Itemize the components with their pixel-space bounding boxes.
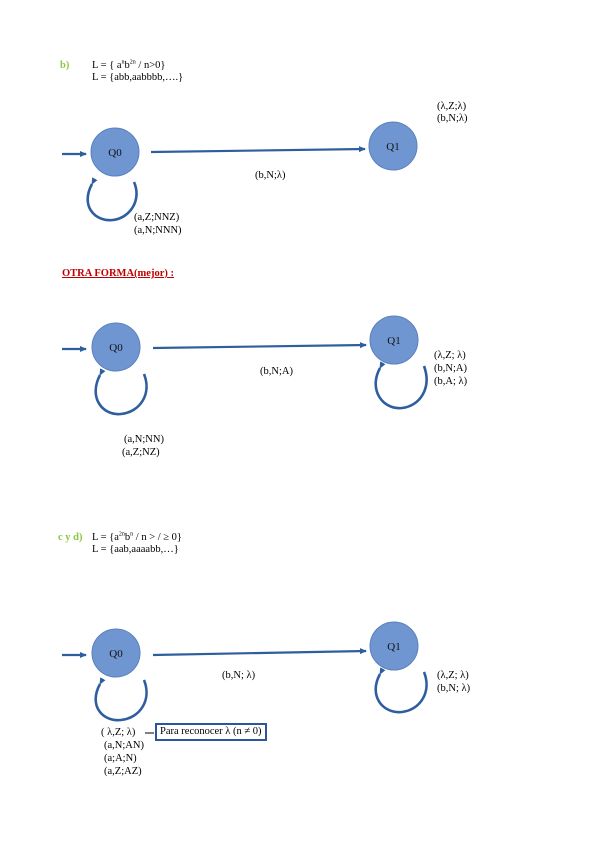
state-q0[interactable] (91, 322, 141, 372)
loop-q0 (94, 368, 148, 416)
section-cd-language-extension: L = {aab,aaaabb,…} (92, 544, 179, 555)
state-q1-label: Q1 (387, 641, 400, 653)
q0-loop-label-2: (a,Z;NZ) (122, 447, 160, 458)
edge-label: (b,N; λ) (222, 670, 256, 681)
q0-loop-label-2: (a,N;NNN) (134, 225, 182, 236)
q0-loop-label-2: (a,N;AN) (104, 740, 144, 751)
q1-loop-label-3: (b,A; λ) (434, 376, 468, 387)
state-q1-label: Q1 (386, 141, 399, 153)
state-q1[interactable] (369, 315, 419, 365)
state-q1[interactable] (369, 621, 419, 671)
section-b-label: b) (60, 60, 70, 71)
section-b-language-extension: L = {abb,aabbbb,….} (92, 72, 184, 83)
q1-loop-label-1: (λ,Z;λ) (437, 101, 467, 112)
diagram-cd: Q0 Q1 (62, 621, 428, 734)
section-cd-label: c y d) (58, 532, 83, 543)
loop-q0 (86, 177, 138, 222)
section-b-language-definition: L = { anb2n / n>0} (92, 59, 166, 72)
loop-q1 (374, 361, 428, 410)
loop-q0 (94, 677, 148, 722)
diagram-alt: Q0 Q1 (62, 315, 428, 416)
state-q0-label: Q0 (108, 147, 122, 159)
transition-q0-q1 (152, 648, 367, 657)
state-q1-label: Q1 (387, 335, 400, 347)
edge-label: (b,N;A) (260, 366, 293, 377)
q0-loop-label-1: (a,Z;NNZ) (134, 212, 180, 223)
state-q0-label: Q0 (109, 342, 123, 354)
lambda-note-box: Para reconocer λ (n ≠ 0) (155, 723, 267, 741)
state-q0[interactable] (90, 127, 140, 177)
q1-loop-label-1: (λ,Z; λ) (437, 670, 469, 681)
q0-loop-label-3: (a;A;N) (104, 753, 137, 764)
state-q0-label: Q0 (109, 648, 123, 660)
q1-loop-label-2: (b,N; λ) (437, 683, 471, 694)
alt-heading: OTRA FORMA(mejor) : (62, 268, 174, 279)
state-q0[interactable] (91, 628, 141, 678)
q0-loop-label-4: (a,Z;AZ) (104, 766, 142, 777)
q1-loop-label-1: (λ,Z; λ) (434, 350, 466, 361)
transition-q0-q1 (150, 146, 366, 154)
transition-q0-q1 (152, 342, 367, 350)
section-cd-language-definition: L = {a2nbn / n > / ≥ 0} (92, 531, 182, 544)
q0-loop-label-1: ( λ,Z; λ) (101, 727, 136, 738)
q1-loop-label-2: (b,N;A) (434, 363, 467, 374)
edge-label: (b,N;λ) (255, 170, 286, 181)
loop-q1 (374, 667, 428, 714)
state-q1[interactable] (368, 121, 418, 171)
q0-loop-label-1: (a,N;NN) (124, 434, 164, 445)
q1-loop-label-2: (b,N;λ) (437, 113, 468, 124)
diagram-b: Q0 Q1 (62, 121, 418, 222)
